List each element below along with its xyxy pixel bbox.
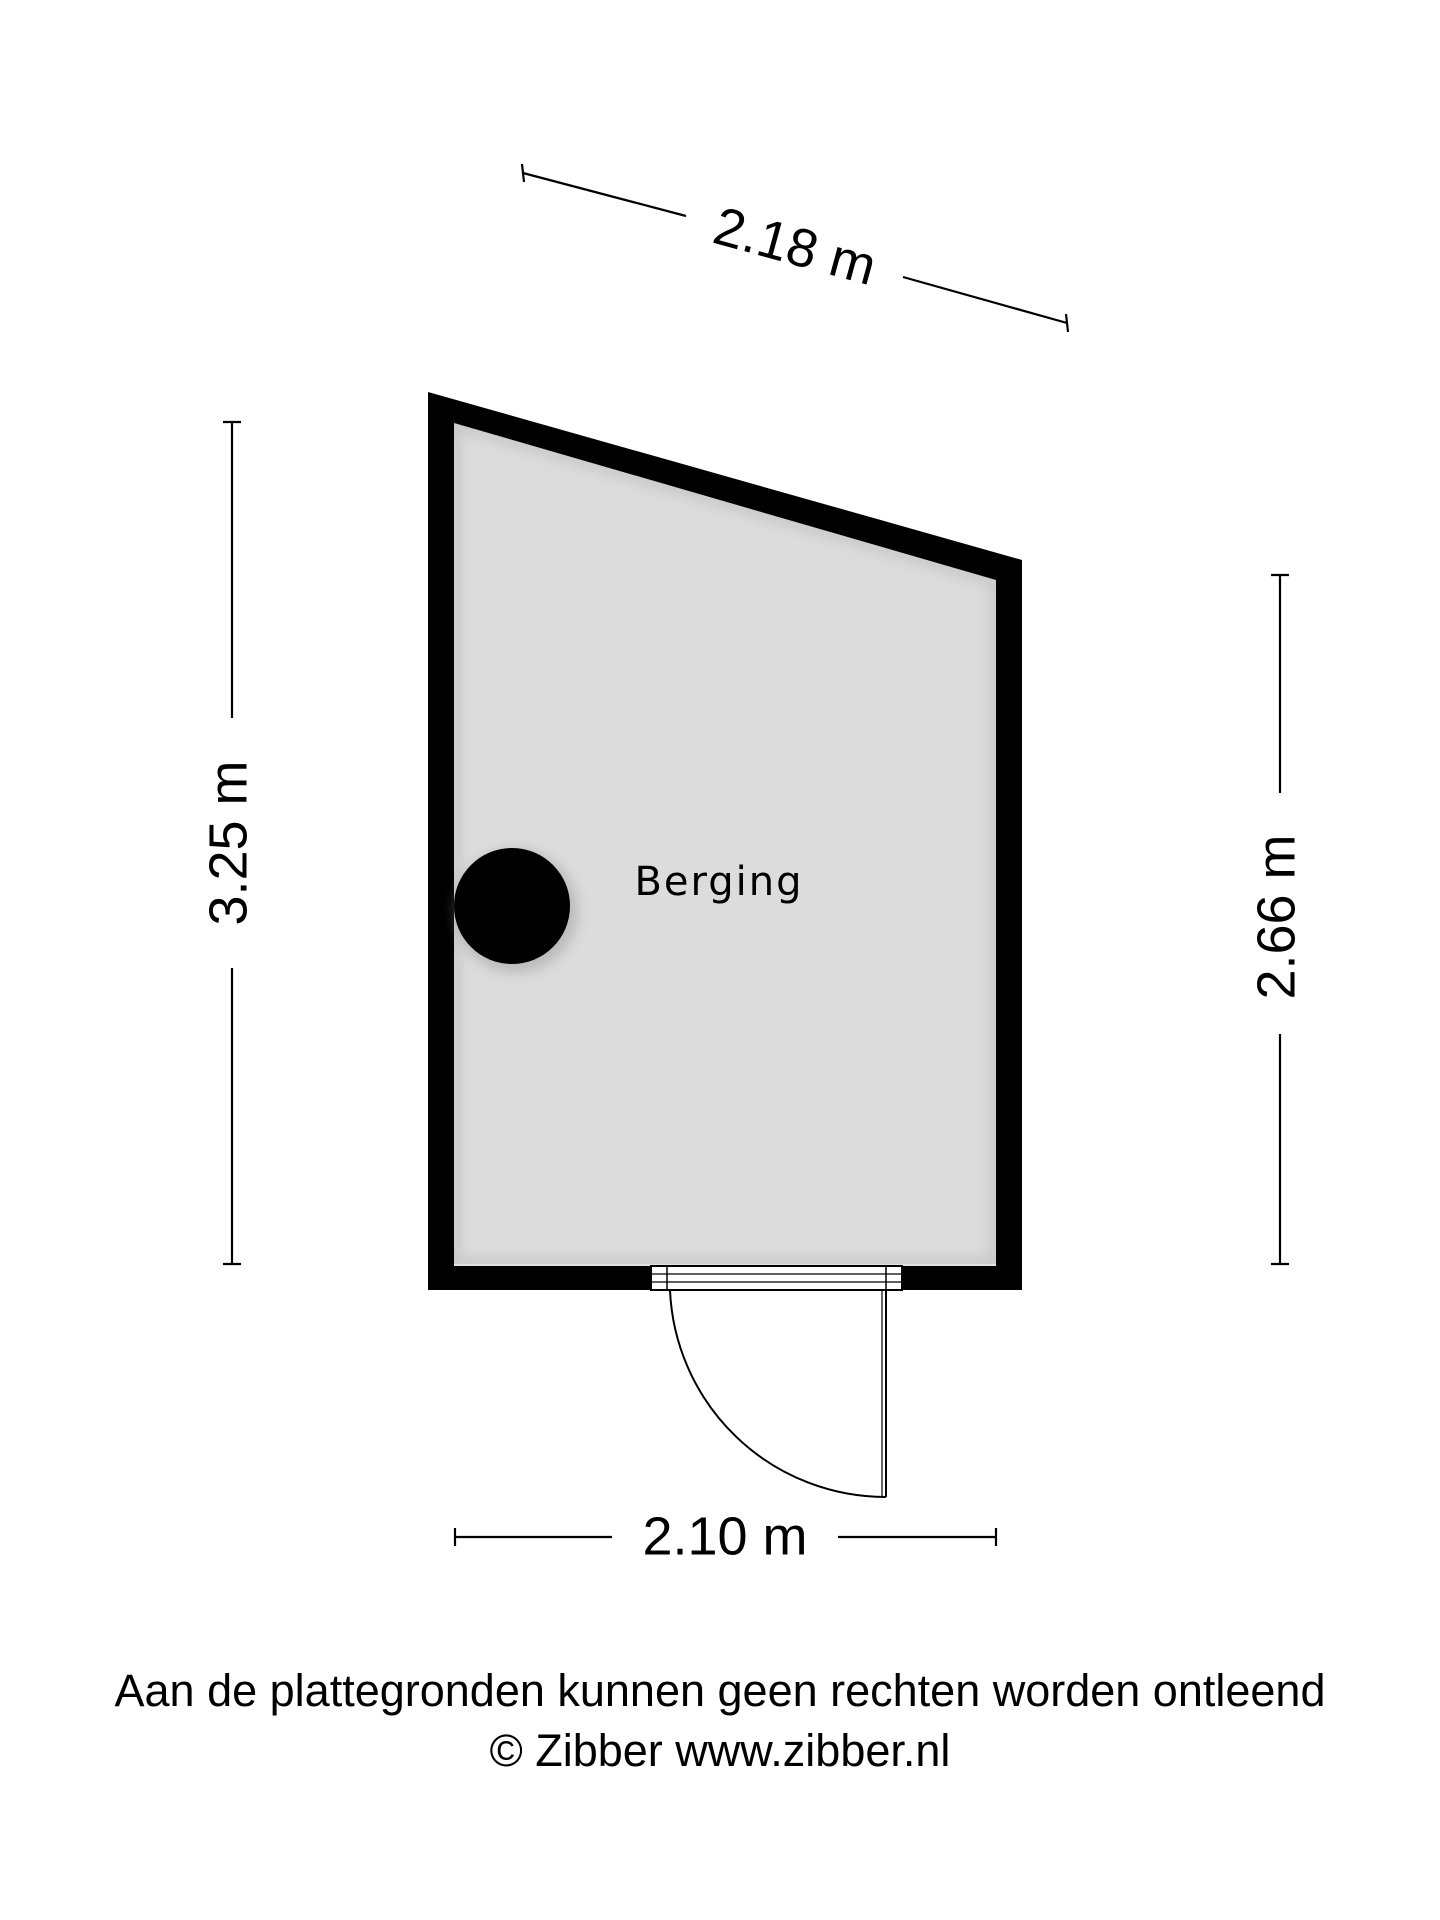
dimension-bottom-label: 2.10 m: [642, 1506, 807, 1566]
dimension-bottom: 2.10 m: [453, 1506, 998, 1566]
dimension-left-label: 3.25 m: [198, 760, 258, 925]
dimension-right-label: 2.66 m: [1246, 834, 1306, 999]
dimension-right: 2.66 m: [1246, 573, 1306, 1266]
dimension-top-label: 2.18 m: [707, 196, 882, 297]
copyright-text: © Zibber www.zibber.nl: [489, 1725, 951, 1776]
room-floor: [454, 423, 996, 1264]
door-swing: [669, 1289, 887, 1499]
door-threshold: [650, 1265, 903, 1291]
dimension-left: 3.25 m: [198, 420, 258, 1266]
room-label: Berging: [634, 859, 803, 905]
round-fixture-body: [454, 848, 570, 964]
dimension-top: 2.18 m: [520, 163, 1070, 333]
disclaimer-text: Aan de plattegronden kunnen geen rechten…: [114, 1665, 1326, 1716]
